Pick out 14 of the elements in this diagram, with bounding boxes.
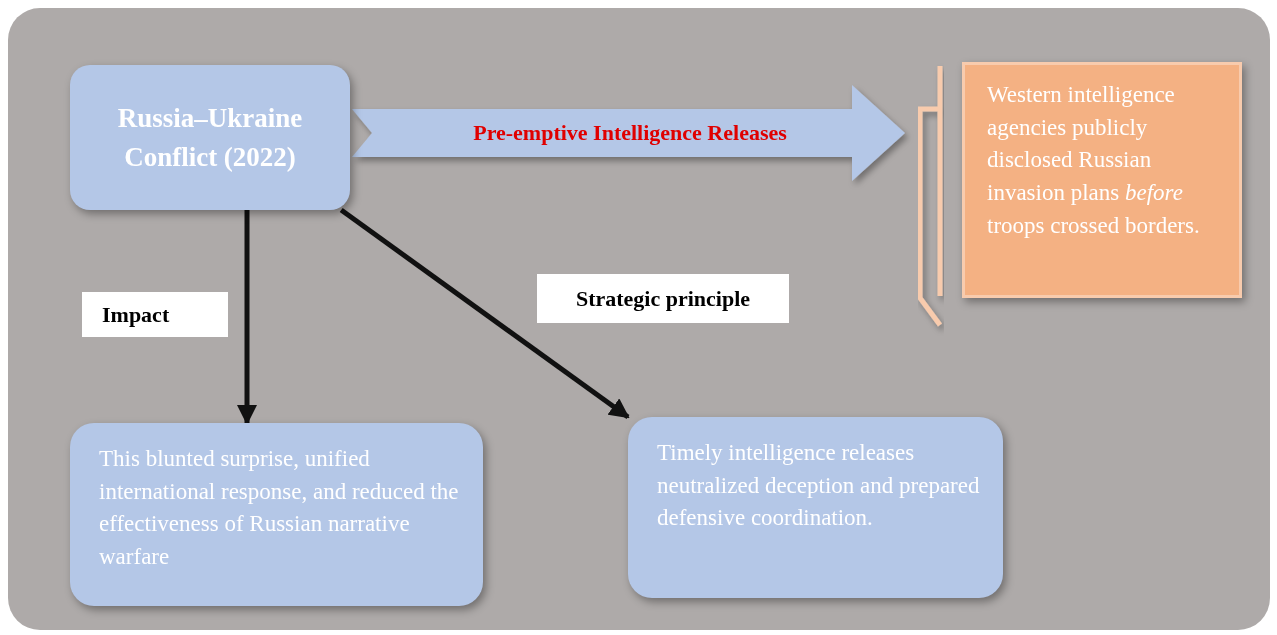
arrow bbox=[339, 207, 630, 420]
text-box bbox=[70, 65, 350, 210]
block-arrow bbox=[352, 85, 905, 181]
arrow bbox=[237, 210, 257, 425]
edge-label: Pre-emptive Intelligence Releases bbox=[472, 119, 788, 147]
box-text: This blunted surprise, unified international response, and reduced the effectiveness of Russian narrative warfare bbox=[99, 445, 460, 571]
text-box bbox=[962, 62, 1242, 298]
box-text: Western intelligence agencies publicly disclosed Russian invasion plans before troops crossed borders. bbox=[987, 81, 1201, 240]
edge-label: Strategic principle bbox=[537, 274, 789, 323]
edge-label: Impact bbox=[82, 292, 228, 337]
box-text: Timely intelligence releases neutralized deception and prepared defensive coordination. bbox=[657, 439, 981, 533]
box-title: Russia–Ukraine Conflict (2022) bbox=[116, 102, 304, 174]
text-box bbox=[628, 417, 1003, 598]
text-box bbox=[70, 423, 483, 606]
